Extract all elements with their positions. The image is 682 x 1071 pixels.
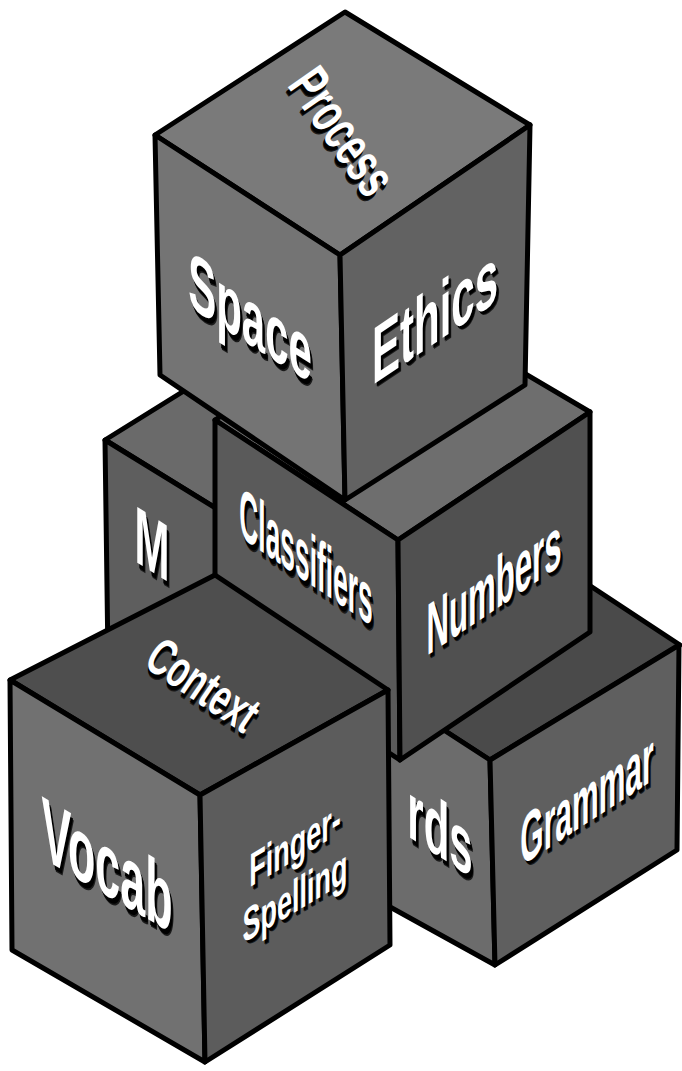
cube-right-face — [490, 645, 679, 965]
cube-left-face — [10, 680, 205, 1062]
cube-left-face — [155, 135, 345, 500]
cube-right-face — [200, 690, 390, 1062]
cube-right-face — [398, 412, 590, 760]
